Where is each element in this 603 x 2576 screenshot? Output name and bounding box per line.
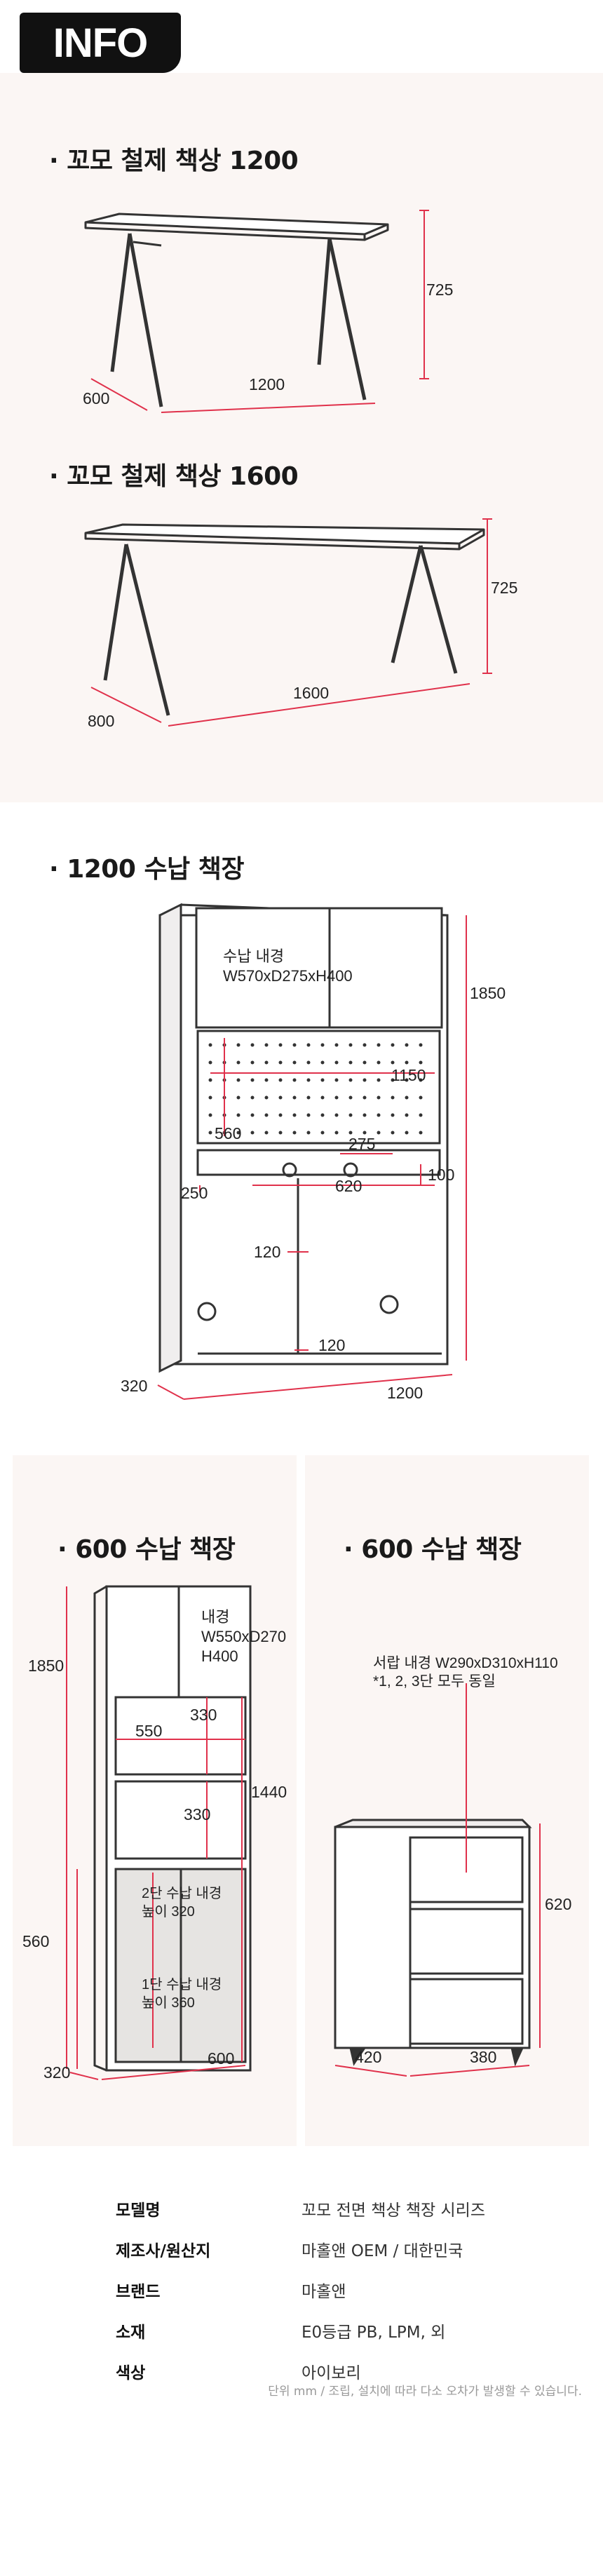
- shelf1200-pegboard: [196, 1030, 441, 1145]
- desk1200-depth-line: [90, 378, 148, 411]
- shelf600-width-label: 600: [208, 2049, 235, 2068]
- shelf600-upper-height-label: 1440: [251, 1783, 287, 1801]
- desk1600-depth-label: 800: [88, 712, 115, 730]
- desk1600-width-label: 1600: [293, 684, 330, 702]
- shelf1200-inner-label: 수납 내경: [223, 948, 285, 965]
- desk1200-leg: [110, 233, 132, 372]
- spec-row: 모델명 꼬모 전면 책상 책장 시리즈: [116, 2188, 508, 2229]
- shelf600-gap2-label: 330: [184, 1805, 211, 1823]
- spec-label: 모델명: [116, 2201, 161, 2220]
- spec-value: 마홀앤 OEM / 대한민국: [302, 2242, 463, 2260]
- shelf600-inner-w: W550xD270: [201, 1628, 287, 1645]
- desk1200-depth-label: 600: [83, 389, 110, 407]
- desk1600-leg: [124, 544, 170, 716]
- spec-value: E0등급 PB, LPM, 외: [302, 2324, 446, 2342]
- desk1200-width-line: [161, 403, 376, 413]
- shelf1200-upper-doors: [195, 907, 443, 1029]
- pegboard-holes: [208, 1043, 423, 1135]
- shelf1200-width-label: 1200: [387, 1384, 424, 1402]
- desk1200-width-label: 1200: [249, 375, 285, 393]
- drawer-3: [409, 1978, 524, 2045]
- spec-footnote: 단위 mm / 조립, 설치에 따라 다소 오차가 발생할 수 있습니다.: [268, 2385, 582, 2399]
- shelf600-width-inner-label: 550: [135, 1722, 163, 1740]
- spec-label: 소재: [116, 2324, 146, 2342]
- drawer-2: [409, 1908, 524, 1975]
- desk1200-height-label: 725: [426, 281, 454, 299]
- shelf1200-inner-size: W570xD275xH400: [223, 967, 353, 985]
- shelf1200-side-depth-label: 250: [181, 1184, 208, 1202]
- desk1200-top-edge: [84, 222, 366, 241]
- spec-row: 소재 E0등급 PB, LPM, 외: [116, 2310, 508, 2351]
- shelf1200-shelf-width-label: 620: [335, 1177, 363, 1195]
- shelf1200-gap-left-label: 120: [254, 1243, 281, 1261]
- spec-value: 마홀앤: [302, 2283, 346, 2301]
- shelf600-tier1-height: 높이 360: [142, 1995, 195, 2011]
- spec-table: 모델명 꼬모 전면 책상 책장 시리즈 제조사/원산지 마홀앤 OEM / 대한…: [116, 2188, 508, 2392]
- desk1600-leg: [103, 544, 128, 681]
- drawer600-note-line2: *1, 2, 3단 모두 동일: [373, 1673, 496, 1690]
- shelf600-tier2-label: 2단 수납 내경: [142, 1886, 222, 1901]
- desk1200-leg: [128, 233, 163, 407]
- desk1200-title: · 꼬모 철제 책상 1200: [49, 147, 299, 175]
- shelf1200-gap-bottom-label: 120: [318, 1336, 346, 1354]
- shelf600-tier2-height: 높이 320: [142, 1904, 195, 1920]
- spec-row: 색상 아이보리: [116, 2351, 508, 2392]
- desk1600-title: · 꼬모 철제 책상 1600: [49, 462, 299, 491]
- shelf1200-pegboard-width-label: 1150: [391, 1066, 426, 1084]
- desk1600-leg: [419, 545, 458, 674]
- drawer600-height-label: 620: [545, 1895, 572, 1913]
- desk1600-height-label: 725: [491, 579, 518, 597]
- shelf1200-shelf-depth-label: 275: [348, 1135, 376, 1153]
- shelf600-tier1-label: 1단 수납 내경: [142, 1977, 222, 1992]
- shelf600-depth-label: 320: [43, 2063, 71, 2082]
- shelf1200-height-label: 1850: [470, 984, 506, 1002]
- desk1200-leg: [327, 238, 367, 400]
- shelf600-inner-label: 내경: [201, 1608, 230, 1626]
- shelf600-inner-h: H400: [201, 1647, 238, 1665]
- shelf600-title: · 600 수납 책장: [57, 1535, 236, 1564]
- spec-label: 브랜드: [116, 2283, 161, 2301]
- desk1600-leg: [391, 545, 423, 663]
- desk1200-top: [84, 213, 389, 236]
- shelf1200-drawer-height-label: 100: [428, 1166, 455, 1184]
- spec-value: 아이보리: [302, 2364, 361, 2382]
- shelf600-height-label: 1850: [28, 1657, 65, 1675]
- drawer600-note-line1: 서랍 내경 W290xD310xH110: [373, 1655, 558, 1671]
- spec-label: 제조사/원산지: [116, 2242, 211, 2260]
- spec-label: 색상: [116, 2364, 146, 2382]
- info-badge: INFO: [20, 13, 181, 73]
- desk1200-leg: [317, 238, 332, 365]
- spec-row: 브랜드 마홀앤: [116, 2270, 508, 2310]
- shelf1200-depth-label: 320: [121, 1377, 148, 1395]
- shelf600-gap1-label: 330: [190, 1706, 217, 1724]
- drawer600-title: · 600 수납 책장: [344, 1535, 522, 1564]
- drawer600-width-label: 380: [470, 2048, 497, 2066]
- drawer600-depth-label: 420: [355, 2048, 382, 2066]
- desk-panel: [0, 73, 603, 802]
- spec-row: 제조사/원산지 마홀앤 OEM / 대한민국: [116, 2229, 508, 2270]
- spec-value: 꼬모 전면 책상 책장 시리즈: [302, 2201, 486, 2220]
- shelf1200-peg-height-label: 560: [215, 1124, 242, 1142]
- shelf1200-title: · 1200 수납 책장: [49, 855, 244, 884]
- shelf600-lower-height-label: 560: [22, 1932, 50, 1950]
